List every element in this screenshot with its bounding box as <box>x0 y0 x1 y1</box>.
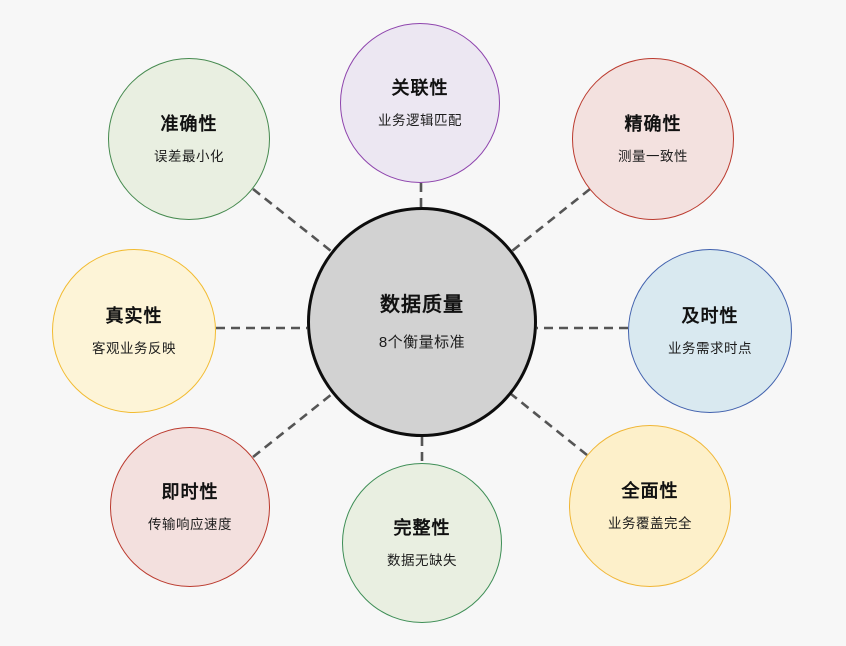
node-title: 及时性 <box>681 305 739 326</box>
node-comprehensiveness: 全面性 业务覆盖完全 <box>569 425 731 587</box>
node-title: 完整性 <box>393 517 451 538</box>
node-timeliness: 及时性 业务需求时点 <box>628 249 792 413</box>
node-subtitle: 传输响应速度 <box>148 516 232 532</box>
node-subtitle: 业务逻辑匹配 <box>378 112 462 128</box>
node-subtitle: 客观业务反映 <box>92 340 176 356</box>
node-relevance: 关联性 业务逻辑匹配 <box>340 23 500 183</box>
connector-line-top-right <box>511 187 591 253</box>
node-immediacy: 即时性 传输响应速度 <box>110 427 270 587</box>
node-subtitle: 误差最小化 <box>154 148 224 164</box>
node-subtitle: 数据无缺失 <box>387 552 457 568</box>
center-node-subtitle: 8个衡量标准 <box>378 333 466 351</box>
node-subtitle: 测量一致性 <box>618 148 688 164</box>
center-node-data-quality: 数据质量 8个衡量标准 <box>307 207 537 437</box>
node-subtitle: 业务需求时点 <box>668 340 752 356</box>
node-title: 精确性 <box>624 113 682 134</box>
connector-line-bottom-left <box>252 392 333 459</box>
node-completeness: 完整性 数据无缺失 <box>342 463 502 623</box>
node-authenticity: 真实性 客观业务反映 <box>52 249 216 413</box>
connector-line-top-left <box>252 187 332 253</box>
node-title: 关联性 <box>391 77 449 98</box>
node-subtitle: 业务覆盖完全 <box>608 515 692 531</box>
node-title: 即时性 <box>161 481 219 502</box>
connector-line-bottom-right <box>510 392 588 457</box>
node-accuracy: 准确性 误差最小化 <box>108 58 270 220</box>
node-title: 准确性 <box>160 113 218 134</box>
center-node-title: 数据质量 <box>380 293 464 316</box>
node-title: 真实性 <box>105 305 163 326</box>
node-precision: 精确性 测量一致性 <box>572 58 734 220</box>
node-title: 全面性 <box>621 480 679 501</box>
